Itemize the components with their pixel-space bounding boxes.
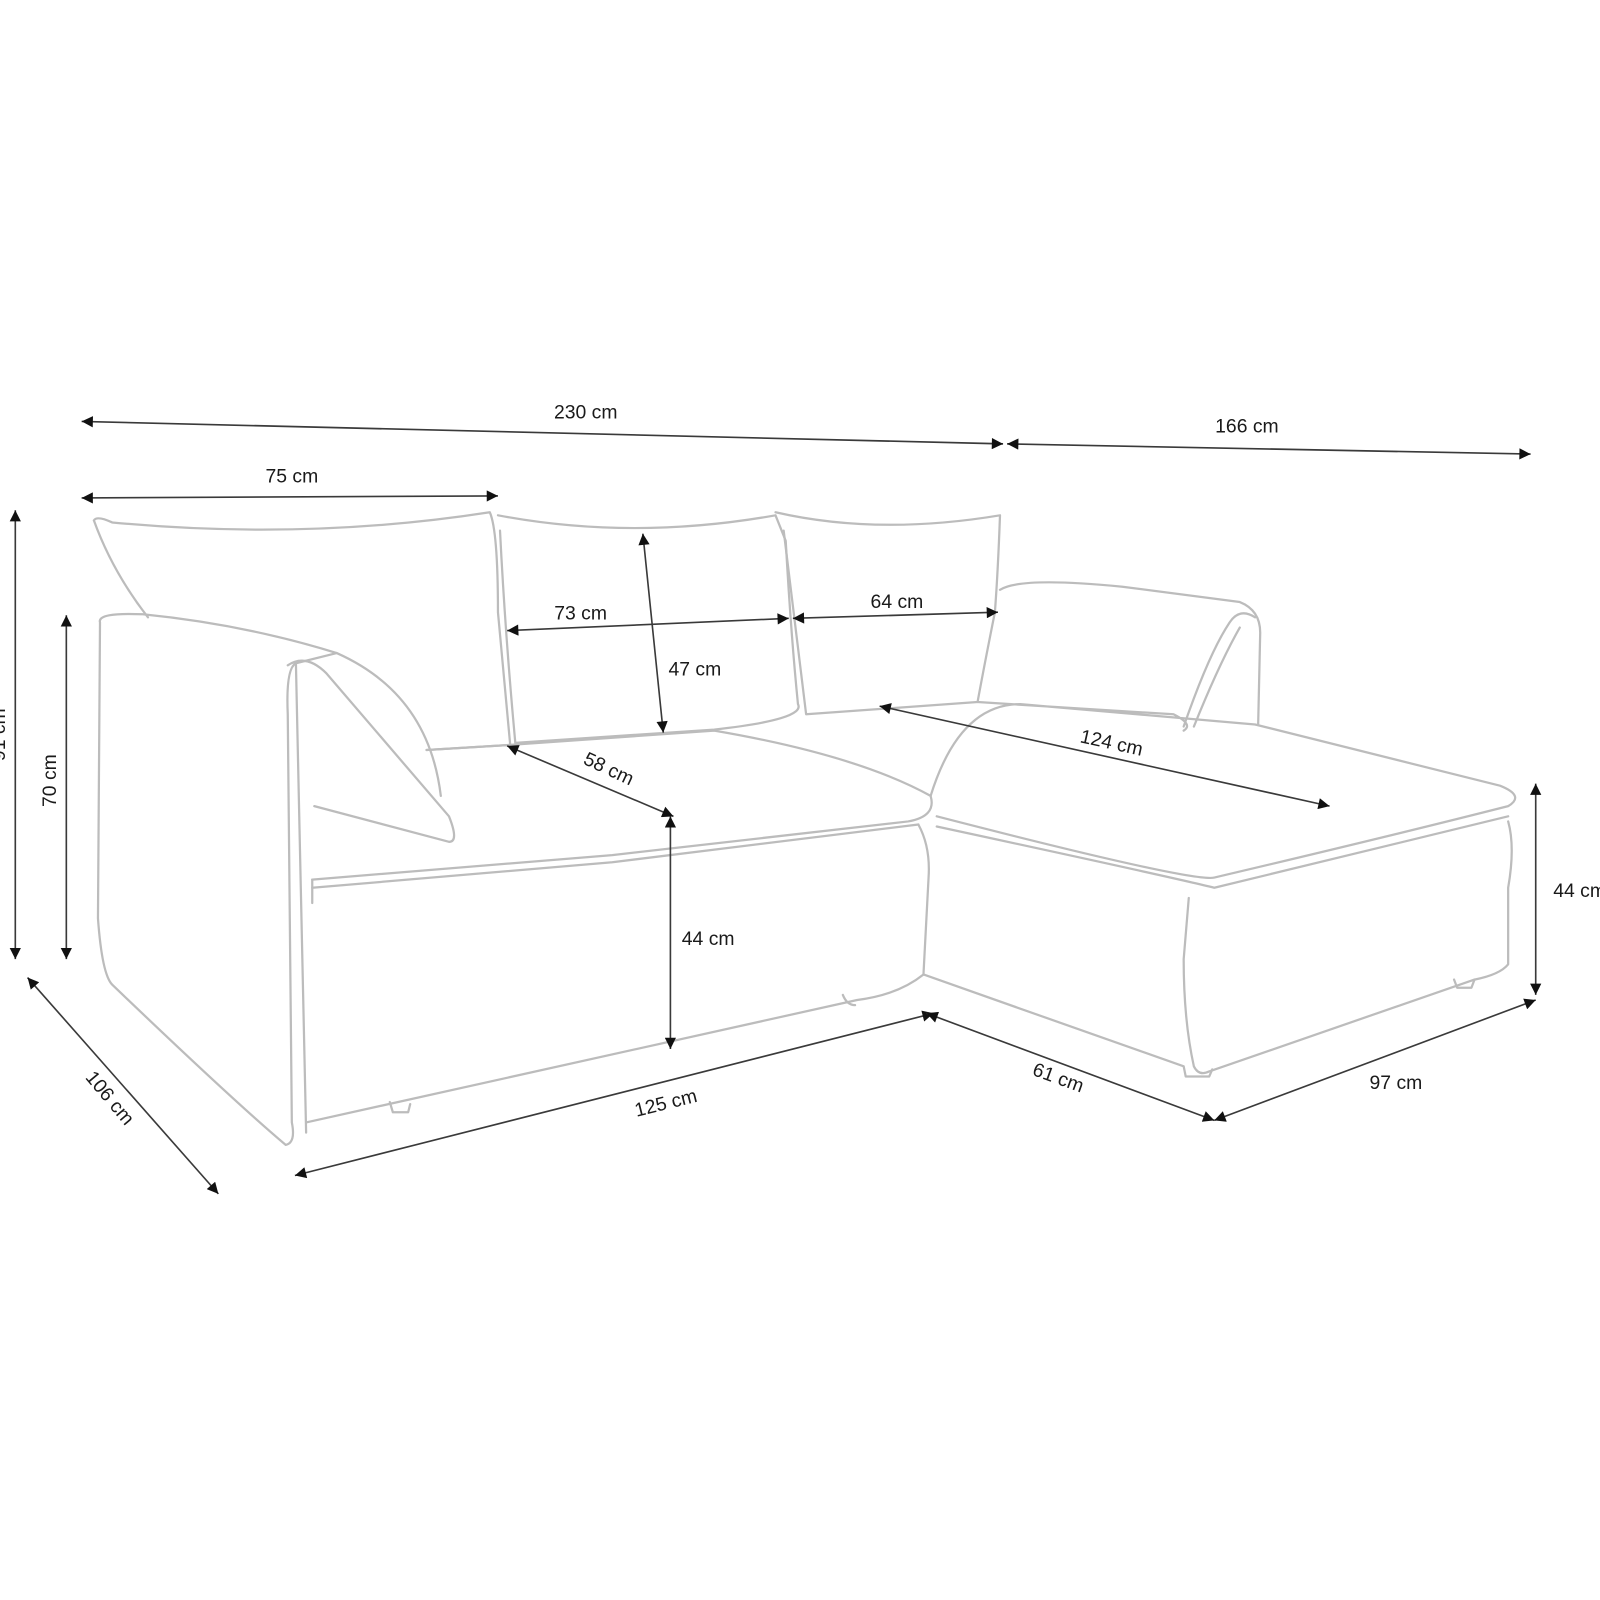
dimension-line xyxy=(26,977,219,1195)
dimension-line xyxy=(507,613,789,636)
label-seat-height: 44 cm xyxy=(682,928,735,950)
label-front-width: 125 cm xyxy=(632,1085,699,1122)
dimension-line xyxy=(81,416,1004,450)
label-back-cushion-width-1: 73 cm xyxy=(554,602,607,624)
sofa-outline xyxy=(92,511,1517,1147)
label-back-cushion-height: 47 cm xyxy=(669,659,722,681)
label-total-height: 91 cm xyxy=(0,708,10,761)
dimension-line xyxy=(926,1011,1215,1122)
label-chaise-length: 166 cm xyxy=(1215,416,1279,438)
label-seat-depth: 58 cm xyxy=(580,748,637,790)
dimension-line xyxy=(1213,998,1537,1122)
label-armrest-height: 70 cm xyxy=(39,754,61,807)
dimension-line xyxy=(1007,438,1531,460)
dimension-line xyxy=(879,703,1330,810)
label-chaise-height: 44 cm xyxy=(1553,880,1600,902)
dimension-line xyxy=(792,606,998,624)
dimension-line xyxy=(81,490,498,504)
label-total-width: 230 cm xyxy=(554,401,618,423)
label-chaise-side: 97 cm xyxy=(1370,1072,1423,1094)
dimension-lines xyxy=(9,416,1542,1195)
label-back-cushion-width-2: 64 cm xyxy=(871,591,924,613)
label-chaise-seat-depth: 124 cm xyxy=(1078,726,1145,761)
label-total-depth: 106 cm xyxy=(81,1067,139,1130)
dimension-line xyxy=(638,533,668,733)
dimension-line xyxy=(506,745,674,818)
dimension-line xyxy=(294,1010,934,1179)
label-chaise-width: 61 cm xyxy=(1030,1059,1087,1098)
label-armrest-section-width: 75 cm xyxy=(265,466,318,488)
